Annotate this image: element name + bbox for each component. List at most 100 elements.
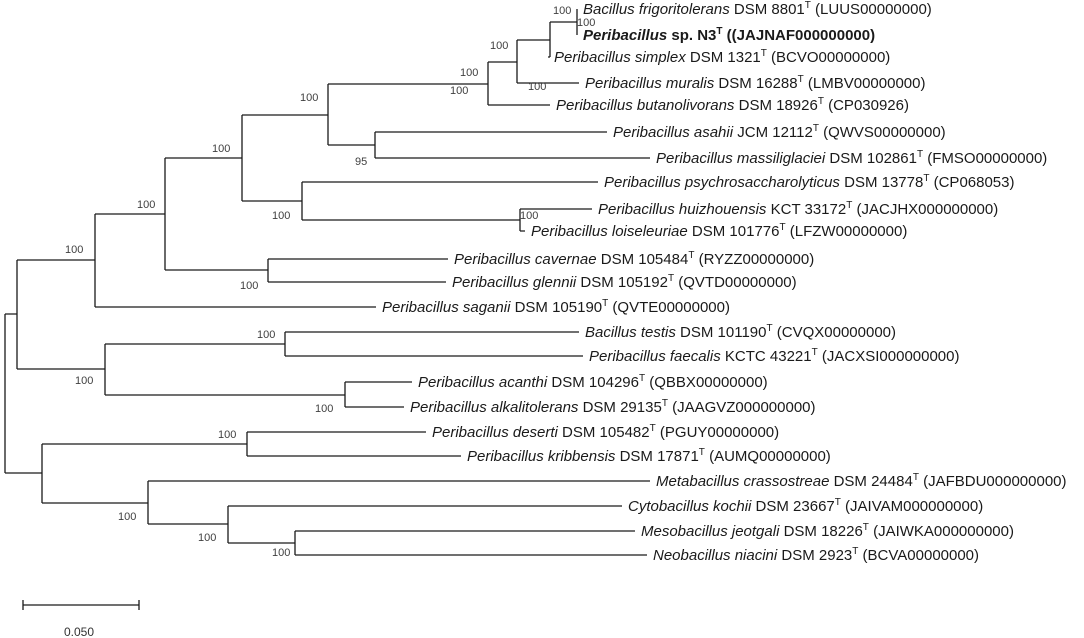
bootstrap-value: 100 (553, 5, 571, 17)
branch-18 (227, 505, 622, 544)
taxon-strain: DSM 18226 (779, 523, 862, 540)
taxon-label: Peribacillus massiliglaciei DSM 102861T … (656, 149, 1047, 167)
taxon-label: Peribacillus alkalitolerans DSM 29135T (… (410, 398, 816, 416)
taxon-strain: DSM 2923 (777, 547, 852, 564)
branch-15 (104, 343, 345, 396)
taxon-type-strain-mark: T (917, 149, 923, 160)
bootstrap-value: 100 (240, 280, 258, 292)
taxon-strain: DSM 18926 (734, 97, 817, 114)
taxon-type-strain-mark: T (913, 472, 919, 483)
branch-17 (294, 530, 647, 556)
taxon-strain: DSM 105190 (510, 299, 602, 316)
taxon-labels: Bacillus frigoritolerans DSM 8801T (LUUS… (382, 0, 1067, 564)
taxon-type-strain-mark: T (852, 546, 858, 557)
taxon-type-strain-mark: T (835, 497, 841, 508)
taxon-accession: (JAIVAM000000000) (841, 498, 983, 515)
taxon-species: Peribacillus glennii (452, 274, 577, 291)
scale-bar-line (22, 600, 140, 610)
taxon-accession: (JAAGVZ000000000) (668, 399, 816, 416)
taxon-label: Bacillus frigoritolerans DSM 8801T (LUUS… (583, 0, 932, 18)
taxon-type-strain-mark: T (688, 250, 694, 261)
taxon-strain: DSM 17871 (615, 448, 698, 465)
branch-16 (16, 259, 105, 370)
taxon-strain: DSM 1321 (686, 49, 761, 66)
taxon-species: Neobacillus niacini (653, 547, 778, 564)
taxon-accession: (RYZZ00000000) (694, 251, 814, 268)
taxon-strain: DSM 24484 (829, 473, 912, 490)
bootstrap-value: 100 (198, 532, 216, 544)
branch-8 (301, 181, 598, 221)
bootstrap-value: 100 (577, 17, 595, 29)
taxon-accession: (QWVS00000000) (819, 124, 946, 141)
taxon-label: Peribacillus simplex DSM 1321T (BCVO0000… (554, 48, 890, 66)
taxon-accession: (CP030926) (824, 97, 909, 114)
taxon-accession: (LUUS00000000) (811, 1, 932, 18)
branch-14 (284, 331, 583, 357)
branch-10 (267, 258, 448, 283)
bootstrap-value: 100 (520, 210, 538, 222)
taxon-label: Peribacillus kribbensis DSM 17871T (AUMQ… (467, 447, 831, 465)
taxon-accession: (JACXSI000000000) (818, 348, 960, 365)
scale-bar: 0.050 (22, 600, 140, 638)
bootstrap-value: 100 (218, 429, 236, 441)
bootstrap-value: 100 (118, 511, 136, 523)
bootstrap-value: 100 (137, 199, 155, 211)
taxon-label: Peribacillus butanolivorans DSM 18926T (… (556, 96, 909, 114)
taxon-label: Peribacillus faecalis KCTC 43221T (JACXS… (589, 347, 960, 365)
taxon-species: Peribacillus alkalitolerans (410, 399, 579, 416)
branch-21 (41, 443, 247, 504)
taxon-accession: (FMSO00000000) (923, 150, 1047, 167)
bootstrap-value: 100 (272, 547, 290, 559)
bootstrap-value: 100 (75, 375, 93, 387)
taxon-type-strain-mark: T (639, 373, 645, 384)
bootstrap-value: 100 (65, 244, 83, 256)
taxon-accession: (BCVA00000000) (858, 547, 979, 564)
taxon-species: Peribacillus muralis (585, 75, 715, 92)
taxon-type-strain-mark: T (805, 0, 811, 11)
taxon-type-strain-mark: T (813, 123, 819, 134)
taxon-label: Mesobacillus jeotgali DSM 18226T (JAIWKA… (641, 522, 1014, 540)
taxon-species: Metabacillus crassostreae (656, 473, 829, 490)
taxon-type-strain-mark: T (668, 273, 674, 284)
taxon-strain: sp. N3 (667, 27, 716, 44)
taxon-species: Peribacillus massiliglaciei (656, 150, 826, 167)
taxon-type-strain-mark: T (761, 48, 767, 59)
taxon-label: Peribacillus huizhouensis KCT 33172T (JA… (598, 200, 998, 218)
taxon-species: Peribacillus psychrosaccharolyticus (604, 174, 840, 191)
taxon-type-strain-mark: T (779, 222, 785, 233)
taxon-accession: (JACJHX000000000) (852, 201, 998, 218)
taxon-strain: DSM 13778 (840, 174, 923, 191)
taxon-label: Neobacillus niacini DSM 2923T (BCVA00000… (653, 546, 979, 564)
branch-12 (94, 213, 376, 308)
taxon-accession: (PGUY00000000) (656, 424, 779, 441)
taxon-type-strain-mark: T (766, 323, 772, 334)
taxon-accession: (JAIWKA000000000) (869, 523, 1014, 540)
taxon-accession: (QVTE00000000) (608, 299, 730, 316)
taxon-species: Peribacillus loiseleuriae (531, 223, 688, 240)
bootstrap-value: 100 (460, 67, 478, 79)
taxon-species: Peribacillus acanthi (418, 374, 548, 391)
taxon-label: Peribacillus cavernae DSM 105484T (RYZZ0… (454, 250, 814, 268)
bootstrap-value: 100 (212, 143, 230, 155)
bootstrap-value: 100 (272, 210, 290, 222)
taxon-label: Peribacillus glennii DSM 105192T (QVTD00… (452, 273, 797, 291)
taxon-type-strain-mark: T (863, 522, 869, 533)
taxon-type-strain-mark: T (662, 398, 668, 409)
taxon-species: Peribacillus saganii (382, 299, 511, 316)
taxon-strain: DSM 8801 (730, 1, 805, 18)
taxon-label: Peribacillus asahii JCM 12112T (QWVS0000… (613, 123, 946, 141)
taxon-type-strain-mark: T (699, 447, 705, 458)
branch-5 (374, 131, 650, 159)
bootstrap-values: 1001001001009510010010010010010010010010… (65, 5, 595, 559)
taxon-type-strain-mark: T (798, 74, 804, 85)
taxon-label: Peribacillus deserti DSM 105482T (PGUY00… (432, 423, 779, 441)
taxon-accession: (CP068053) (929, 174, 1014, 191)
bootstrap-value: 100 (450, 85, 468, 97)
bootstrap-value: 100 (300, 92, 318, 104)
taxon-label: Peribacillus muralis DSM 16288T (LMBV000… (585, 74, 925, 92)
taxon-type-strain-mark: T (846, 200, 852, 211)
taxon-species: Mesobacillus jeotgali (641, 523, 780, 540)
taxon-accession: (QBBX00000000) (645, 374, 768, 391)
taxon-label: Peribacillus loiseleuriae DSM 101776T (L… (531, 222, 907, 240)
